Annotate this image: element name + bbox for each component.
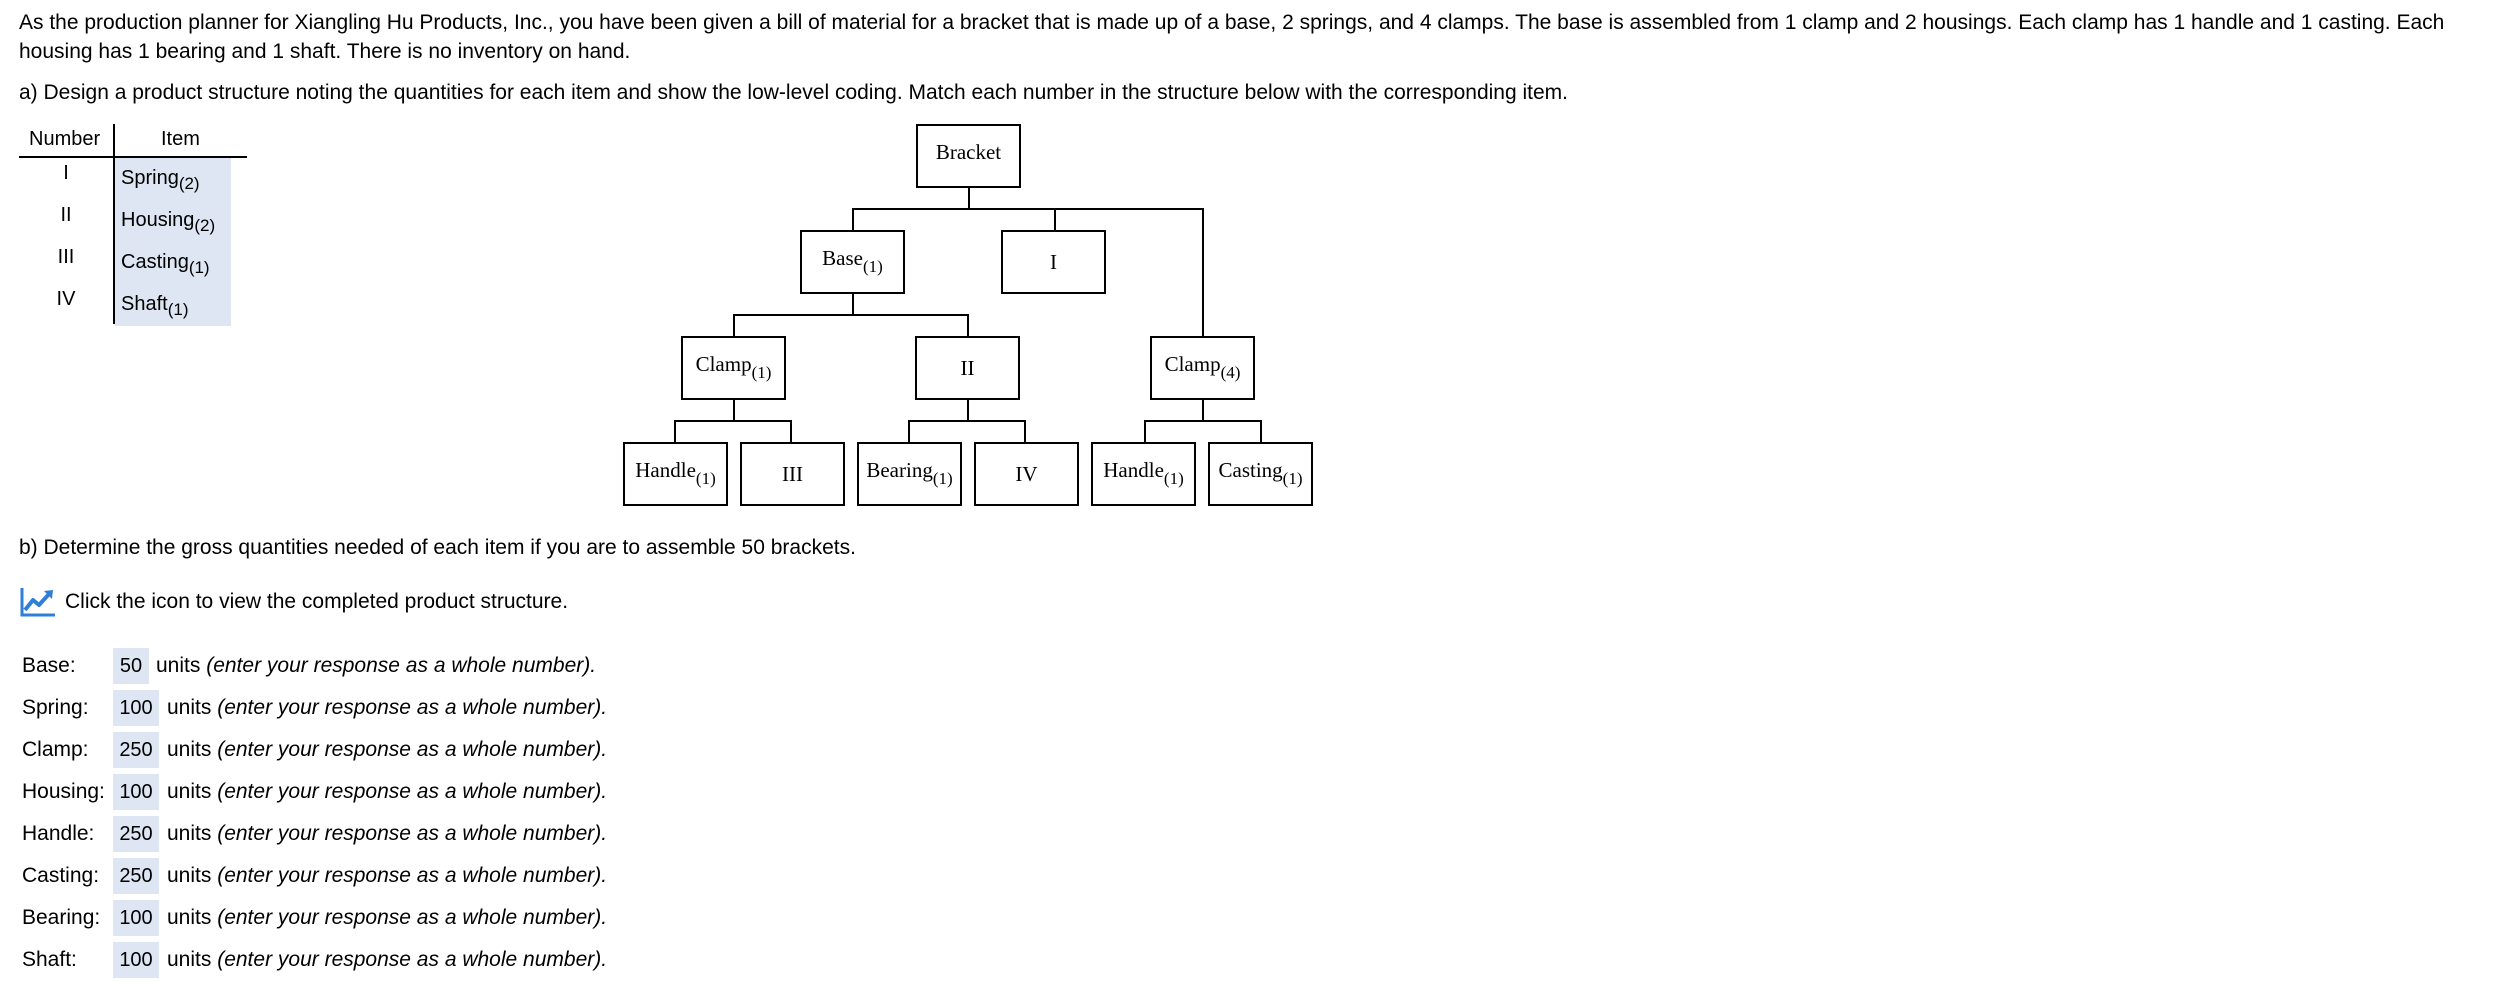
item-select[interactable]: Housing(2) (115, 200, 231, 242)
view-structure-note: Click the icon to view the completed pro… (65, 590, 569, 613)
answer-input[interactable]: 50 (113, 648, 149, 684)
connector (908, 420, 910, 442)
answer-units: units (enter your response as a whole nu… (167, 696, 608, 719)
node-clamp-under-base: Clamp(1) (681, 336, 786, 400)
answer-label: Housing: (22, 780, 105, 803)
header-rule (19, 156, 247, 158)
item-select[interactable]: Spring(2) (115, 158, 231, 200)
part-b-prompt: b) Determine the gross quantities needed… (19, 536, 856, 559)
connector (1144, 420, 1146, 442)
connector (908, 420, 1026, 422)
answer-units: units (enter your response as a whole nu… (167, 864, 608, 887)
answer-label: Bearing: (22, 906, 101, 929)
connector (967, 314, 969, 336)
connector (674, 420, 792, 422)
row-number: III (57, 246, 75, 268)
connector (1054, 208, 1056, 232)
answer-units: units (enter your response as a whole nu… (156, 654, 597, 677)
node-casting: Casting(1) (1208, 442, 1313, 506)
connector (733, 314, 969, 316)
connector (967, 400, 969, 422)
connector (1024, 420, 1026, 442)
node-base: Base(1) (800, 230, 905, 294)
item-select[interactable]: Shaft(1) (115, 284, 231, 326)
node-slot-iii: III (740, 442, 845, 506)
connector (852, 208, 1204, 210)
answer-units: units (enter your response as a whole nu… (167, 738, 608, 761)
node-handle: Handle(1) (623, 442, 728, 506)
part-a-prompt: a) Design a product structure noting the… (19, 81, 1568, 104)
answer-input[interactable]: 100 (113, 900, 159, 936)
answer-label: Clamp: (22, 738, 89, 761)
answer-units: units (enter your response as a whole nu… (167, 822, 608, 845)
answer-label: Base: (22, 654, 76, 677)
item-select[interactable]: Casting(1) (115, 242, 231, 284)
node-slot-i: I (1001, 230, 1106, 294)
connector (968, 188, 970, 210)
connector (1260, 420, 1262, 442)
answer-label: Shaft: (22, 948, 77, 971)
connector (674, 420, 676, 442)
answer-input[interactable]: 250 (113, 816, 159, 852)
row-number: II (60, 204, 72, 226)
problem-statement: As the production planner for Xiangling … (19, 11, 2445, 63)
answer-units: units (enter your response as a whole nu… (167, 780, 608, 803)
connector (1202, 400, 1204, 422)
product-structure-tree: Bracket Base(1) I Clamp(1) II Clamp(4) H… (623, 124, 1313, 506)
answer-label: Casting: (22, 864, 100, 887)
answer-input[interactable]: 100 (113, 942, 159, 978)
column-rule (113, 124, 115, 324)
answer-units: units (enter your response as a whole nu… (167, 948, 608, 971)
connector (1144, 420, 1262, 422)
header-number: Number (29, 128, 101, 150)
connector (1202, 208, 1204, 336)
answer-label: Spring: (22, 696, 89, 719)
connector (733, 400, 735, 422)
row-number: I (63, 162, 69, 184)
chart-icon[interactable] (19, 586, 57, 618)
node-bearing: Bearing(1) (857, 442, 962, 506)
node-slot-iv: IV (974, 442, 1079, 506)
connector (852, 208, 854, 232)
node-clamp: Clamp(4) (1150, 336, 1255, 400)
answer-units: units (enter your response as a whole nu… (167, 906, 608, 929)
connector (852, 294, 854, 316)
answer-input[interactable]: 100 (113, 690, 159, 726)
header-item: Item (161, 128, 200, 150)
row-number: IV (56, 288, 76, 310)
answer-input[interactable]: 100 (113, 774, 159, 810)
node-handle: Handle(1) (1091, 442, 1196, 506)
node-bracket: Bracket (916, 124, 1021, 188)
view-structure-row: Click the icon to view the completed pro… (19, 586, 568, 618)
matching-table: Number Item I Spring(2) II Housing(2) II… (19, 124, 247, 326)
answer-input[interactable]: 250 (113, 732, 159, 768)
connector (733, 314, 735, 336)
node-slot-ii: II (915, 336, 1020, 400)
connector (790, 420, 792, 442)
answer-input[interactable]: 250 (113, 858, 159, 894)
answer-label: Handle: (22, 822, 95, 845)
